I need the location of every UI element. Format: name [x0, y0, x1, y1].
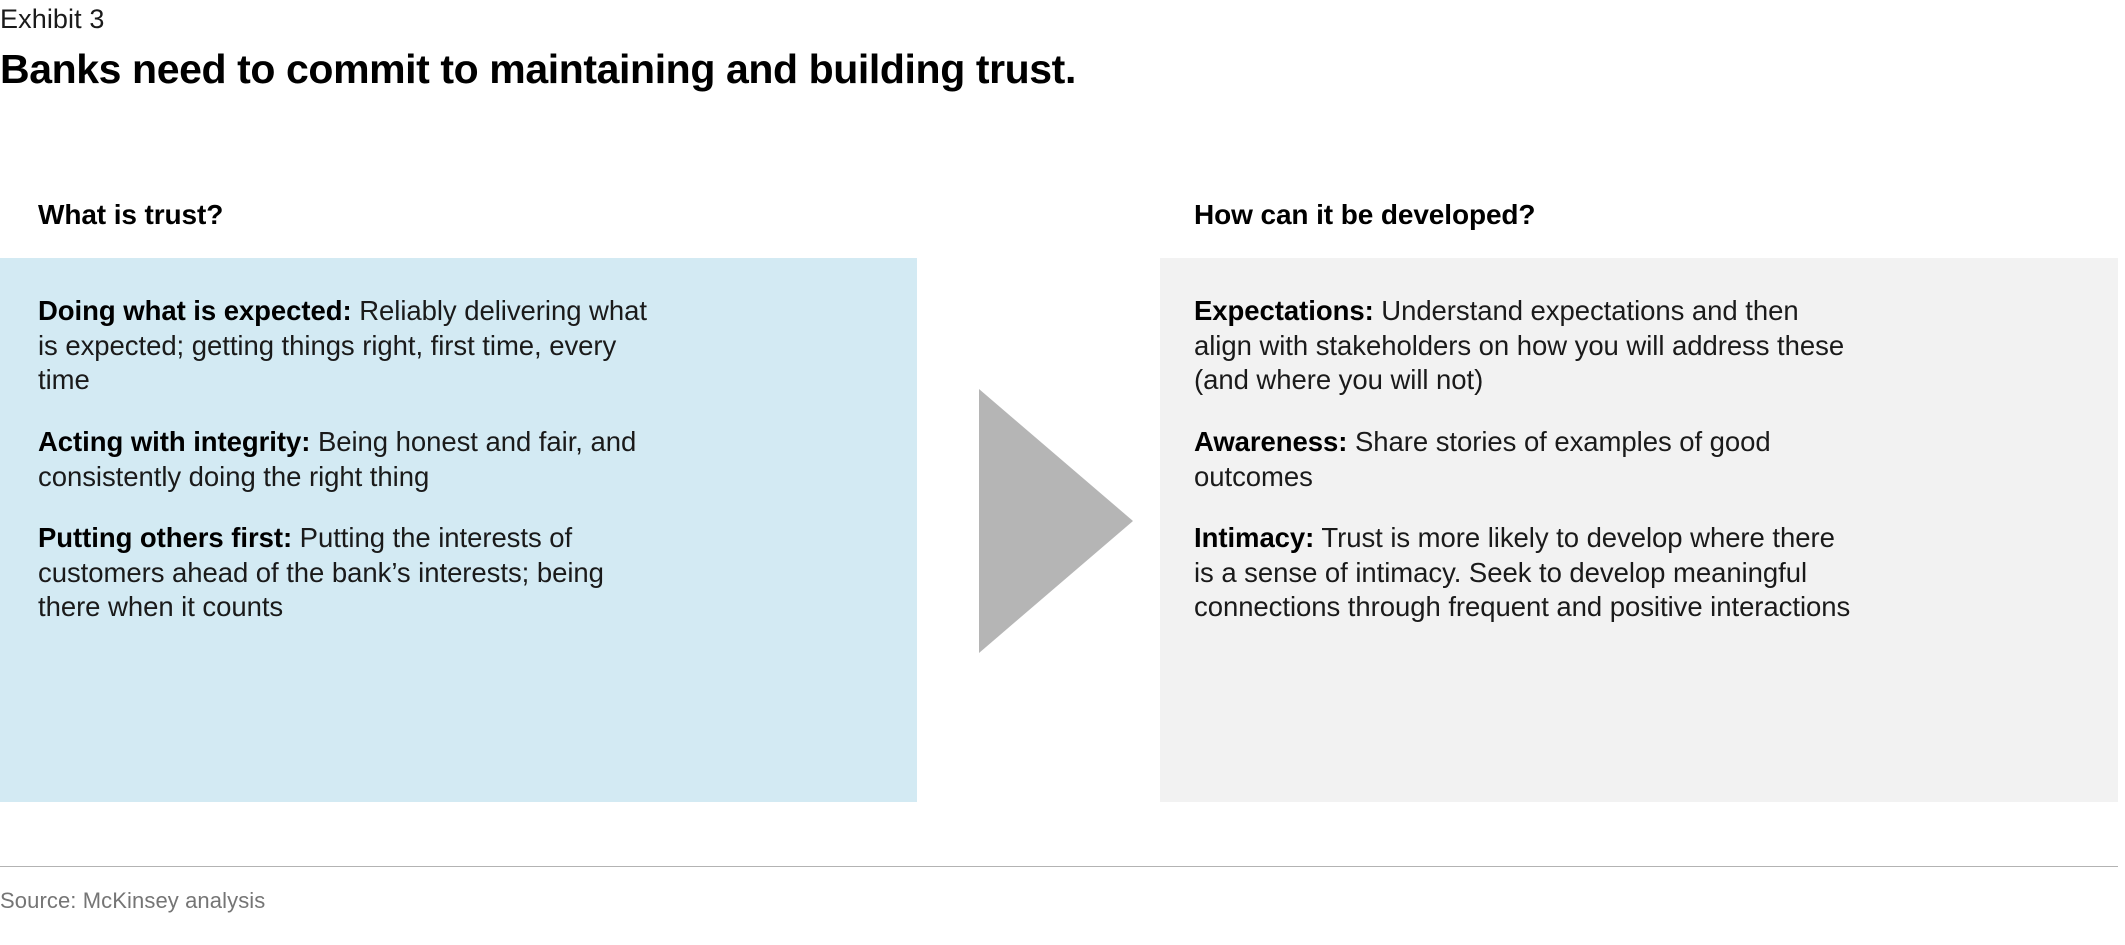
- right-column-heading: How can it be developed?: [1194, 199, 1536, 230]
- entry-term: Intimacy:: [1194, 522, 1315, 554]
- entry-term: Putting others first:: [38, 522, 293, 554]
- list-item: Expectations: Understand expectations an…: [1194, 294, 1862, 398]
- right-arrow-icon: [979, 389, 1133, 653]
- footer-divider: [0, 866, 2118, 867]
- exhibit-label: Exhibit 3: [0, 4, 105, 34]
- what-is-trust-panel: Doing what is expected: Reliably deliver…: [0, 258, 917, 802]
- entry-description: Trust is more likely to develop where th…: [1194, 522, 1851, 623]
- entry-description: Share stories of examples of good outcom…: [1194, 425, 1771, 492]
- entry-description: Reliably delivering what is expected; ge…: [38, 295, 647, 396]
- entry-term: Expectations:: [1194, 295, 1374, 326]
- list-item: Doing what is expected: Reliably deliver…: [38, 294, 663, 398]
- source-note: Source: McKinsey analysis: [0, 888, 266, 913]
- list-item: Putting others first: Putting the intere…: [38, 521, 663, 625]
- entry-term: Doing what is expected:: [38, 295, 352, 326]
- entry-term: Awareness:: [1194, 425, 1348, 457]
- entry-description: Putting the interests of customers ahead…: [38, 522, 604, 623]
- list-item: Awareness: Share stories of examples of …: [1194, 425, 1862, 494]
- list-item: Intimacy: Trust is more likely to develo…: [1194, 521, 1862, 625]
- entry-description: Understand expectations and then align w…: [1194, 295, 1845, 396]
- entry-term: Acting with integrity:: [38, 425, 311, 457]
- entry-description: Being honest and fair, and consistently …: [38, 425, 637, 492]
- page-title: Banks need to commit to maintaining and …: [0, 46, 1076, 92]
- how-developed-panel: Expectations: Understand expectations an…: [1160, 258, 2118, 802]
- list-item: Acting with integrity: Being honest and …: [38, 425, 663, 494]
- left-column-heading: What is trust?: [38, 199, 224, 230]
